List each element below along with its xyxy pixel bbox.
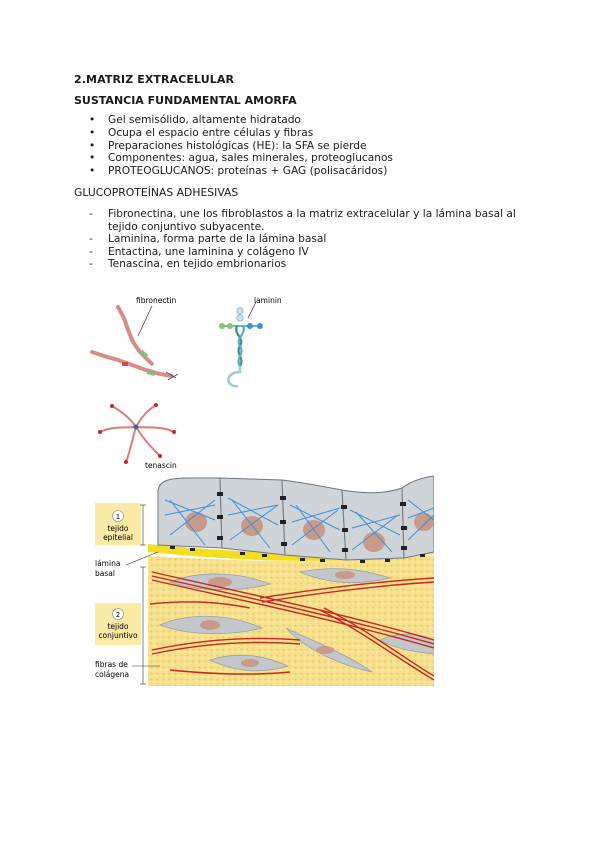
- tissue-labels: 1 tejido epitelial lámina basal 2 tejido…: [95, 503, 160, 685]
- tenascin-illustration: tenascin: [98, 403, 177, 470]
- epithelium-label-line1: tejido: [107, 524, 128, 533]
- list-item: Tenascina, en tejido embrionarios: [89, 258, 529, 271]
- basal-lamina-label-line1: lámina: [95, 559, 120, 568]
- tissue-diagram: [148, 474, 434, 686]
- list-item: Entactina, une laminina y colágeno IV: [89, 246, 529, 259]
- epithelium-label-line2: epitelial: [103, 533, 133, 542]
- list-item: Gel semisólido, altamente hidratado: [89, 114, 393, 127]
- list-item: Preparaciones histológicas (HE): la SFA …: [89, 140, 393, 153]
- laminin-label: laminin: [254, 296, 282, 305]
- tenascin-label: tenascin: [145, 461, 177, 470]
- fibronectin-label: fibronectin: [136, 296, 177, 305]
- list-item: Fibronectina, une los fibroblastos a la …: [89, 208, 529, 233]
- glycoprotein-list: Fibronectina, une los fibroblastos a la …: [89, 208, 529, 271]
- basal-lamina-label-line2: basal: [95, 569, 115, 578]
- list-item: Componentes: agua, sales minerales, prot…: [89, 152, 393, 165]
- list-item: Laminina, forma parte de la lámina basal: [89, 233, 529, 246]
- epithelium-number: 1: [116, 513, 120, 521]
- bullet-list: Gel semisólido, altamente hidratado Ocup…: [89, 114, 393, 178]
- collagen-label-line1: fibras de: [95, 660, 128, 669]
- fibronectin-illustration: fibronectin: [90, 296, 179, 381]
- section-title: 2.MATRIZ EXTRACELULAR: [74, 73, 235, 86]
- connective-label-line2: conjuntivo: [98, 631, 138, 640]
- connective-number: 2: [116, 611, 120, 619]
- glycoprotein-heading: GLUCOPROTEÍNAS ADHESIVAS: [74, 186, 239, 199]
- collagen-label-line2: colágena: [95, 670, 129, 679]
- subsection-title: SUSTANCIA FUNDAMENTAL AMORFA: [74, 94, 297, 107]
- connective-label-line1: tejido: [107, 622, 128, 631]
- laminin-illustration: laminin: [219, 296, 282, 388]
- list-item: PROTEOGLUCANOS: proteínas + GAG (polisac…: [89, 165, 393, 178]
- list-item: Ocupa el espacio entre células y fibras: [89, 127, 393, 140]
